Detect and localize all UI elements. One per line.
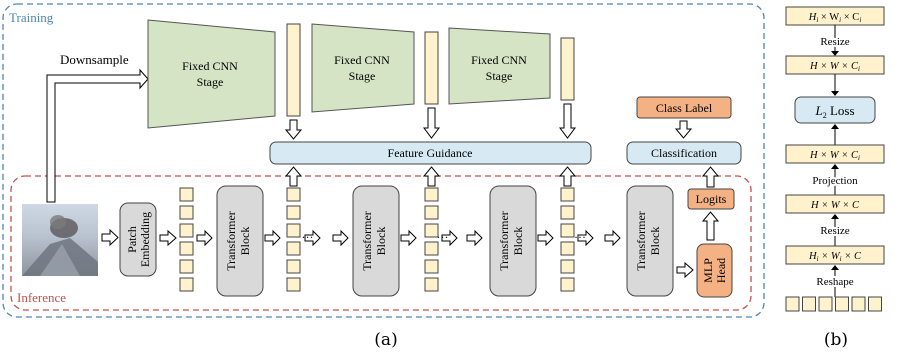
shape-box-tokens: [785, 245, 885, 265]
caption-a: (a): [374, 330, 397, 350]
shape-text: H × W × Ci: [809, 61, 860, 73]
cnn-stage-label: Fixed CNN: [471, 53, 527, 67]
transformer-block-label: Block: [648, 227, 662, 256]
transformer-block-3: Transformer Block: [489, 185, 537, 297]
transformer-block-label: Block: [511, 227, 525, 256]
shape-text: H × W × Ci: [809, 150, 860, 162]
token-column: [560, 187, 575, 292]
down-arrow: [559, 103, 576, 139]
right-arrow: [466, 229, 483, 247]
right-arrow: [159, 229, 177, 247]
l2-loss-label: L2 Loss: [814, 103, 854, 120]
classification-box: [626, 141, 742, 165]
right-arrow: [196, 229, 213, 247]
down-arrow: [284, 119, 303, 140]
cnn-feature-bar: [286, 23, 301, 117]
transformer-block-label: Transformer: [634, 211, 648, 271]
cnn-stage-label: Stage: [197, 75, 224, 89]
cnn-stage-label: Stage: [349, 69, 376, 83]
transformer-block-1: Transformer Block: [216, 185, 264, 297]
token-square: [835, 296, 849, 312]
up-arrow: [558, 166, 577, 187]
right-arrow: [577, 229, 594, 247]
shape-text: Hi × Wi × Ci: [808, 12, 862, 24]
transformer-block-label: Transformer: [224, 211, 238, 271]
logits-box: [687, 188, 735, 210]
inference-region: [10, 175, 752, 311]
token-column: [424, 187, 439, 292]
right-arrow: [400, 229, 417, 247]
token-square: [785, 296, 800, 312]
shape-text: Hi × Wi × C: [808, 251, 862, 263]
right-arrow: [537, 229, 554, 247]
reshape-label: Reshape: [816, 276, 853, 288]
projection-label: Projection: [812, 175, 858, 187]
down-arrow: [423, 107, 440, 139]
patch-embedding-label: Patch: [125, 226, 139, 253]
resize-label: Resize: [820, 36, 849, 48]
ellipsis: ···: [574, 230, 586, 244]
down-arrow: [674, 120, 693, 139]
shape-text: H × W × C: [810, 200, 860, 211]
cnn-stage-1: Fixed CNN Stage: [147, 19, 276, 129]
token-square: [851, 296, 866, 312]
right-arrow: [304, 229, 321, 247]
right-arrow: [332, 229, 349, 247]
patch-embedding-block: [119, 202, 157, 277]
token-square: [818, 296, 833, 312]
transformer-block-label: Block: [374, 227, 388, 256]
caption-b: (b): [824, 330, 848, 350]
class-label-text: Class Label: [656, 101, 713, 115]
cnn-feature-bar: [424, 31, 439, 105]
transformer-block-label: Transformer: [360, 211, 374, 271]
up-arrow: [284, 166, 303, 187]
shape-box-projected: [785, 144, 885, 164]
input-image: [22, 204, 98, 276]
inference-label: Inference: [17, 290, 66, 305]
cnn-stage-3: Fixed CNN Stage: [448, 27, 551, 105]
cnn-stage-label: Fixed CNN: [182, 59, 238, 73]
transformer-block-label: Block: [238, 227, 252, 256]
right-arrow: [676, 261, 694, 279]
right-arrow: [264, 229, 281, 247]
token-square: [802, 296, 816, 312]
up-arrow: [422, 166, 441, 187]
classification-label: Classification: [651, 146, 717, 160]
panel-b: Hi × Wi × Ci Resize H × W × Ci L2 Loss H…: [785, 6, 885, 312]
patch-embedding-label: Embedding: [138, 212, 152, 267]
cnn-stage-label: Stage: [486, 69, 513, 83]
feature-guidance-label: Feature Guidance: [388, 146, 473, 160]
resize-label: Resize: [820, 225, 849, 237]
token-column: [286, 187, 301, 292]
downsample-label: Downsample: [60, 52, 129, 67]
mlp-head-block: [696, 243, 733, 298]
transformer-block-2: Transformer Block: [352, 185, 400, 297]
downsample-arrow: [46, 68, 149, 203]
right-arrow: [441, 229, 458, 247]
right-arrow: [101, 228, 119, 247]
cnn-stage-label: Fixed CNN: [334, 53, 390, 67]
shape-box-reshaped: [785, 194, 885, 214]
up-arrow: [701, 211, 720, 241]
cnn-feature-bar: [560, 37, 575, 101]
l2-loss-box: [794, 96, 876, 124]
ellipsis: ···: [437, 230, 449, 244]
transformer-block-label: Transformer: [497, 211, 511, 271]
feature-guidance-box: [269, 141, 592, 165]
training-label: Training: [9, 10, 54, 25]
mlp-head-label: Head: [714, 258, 728, 283]
transformer-block-4: Transformer Block: [626, 185, 674, 297]
ellipsis: ···: [302, 230, 314, 244]
token-square: [868, 296, 882, 312]
mlp-head-label: MLP: [701, 258, 715, 283]
class-label-box: [636, 96, 732, 119]
cnn-stage-2: Fixed CNN Stage: [311, 23, 415, 113]
right-arrow: [604, 229, 621, 247]
logits-label: Logits: [696, 192, 727, 206]
up-arrow: [701, 166, 720, 188]
token-column: [179, 187, 194, 292]
